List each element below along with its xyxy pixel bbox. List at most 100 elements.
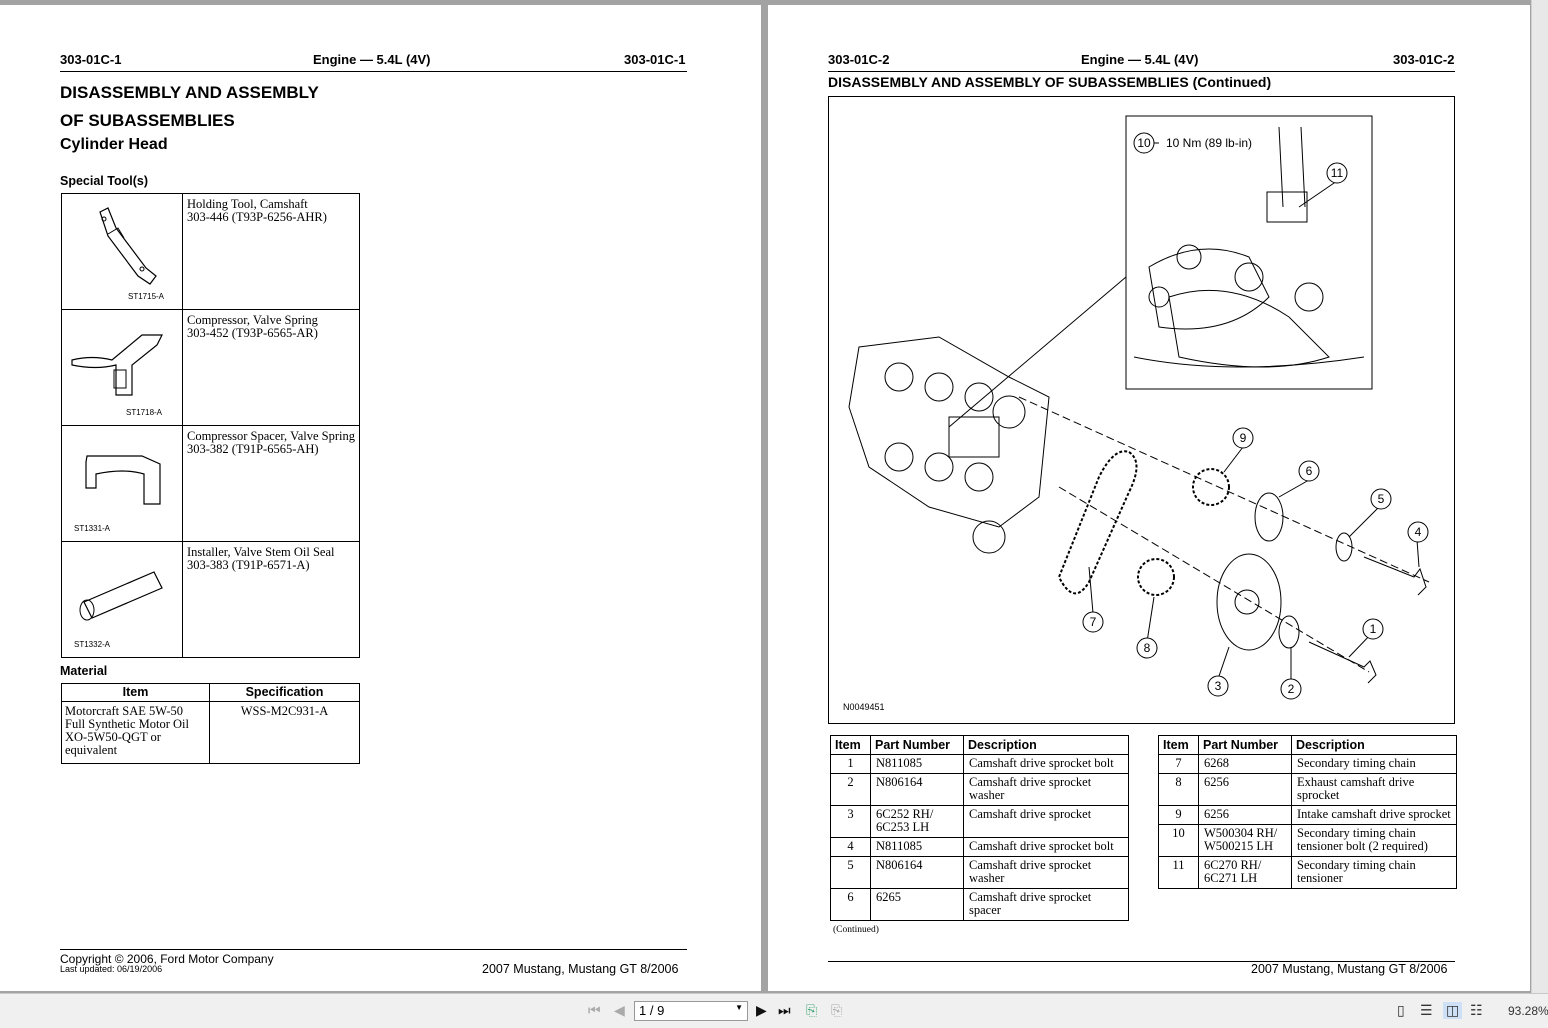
svg-text:8: 8 xyxy=(1144,641,1151,655)
pdf-page-1: 303-01C-1 Engine — 5.4L (4V) 303-01C-1 D… xyxy=(0,5,761,991)
tool-number: 303-383 (T91P-6571-A) xyxy=(187,558,310,572)
first-page-icon[interactable]: ⏮ xyxy=(588,1002,601,1018)
table-row: ST1331-A Compressor Spacer, Valve Spring… xyxy=(61,425,360,542)
page-number-header-left: 303-01C-1 xyxy=(60,52,122,67)
part-description: Secondary timing chain xyxy=(1291,754,1457,774)
column-header-description: Description xyxy=(963,735,1129,755)
callout-5: 5 xyxy=(1370,488,1392,510)
part-description: Camshaft drive sprocket washer xyxy=(963,856,1129,889)
svg-text:10: 10 xyxy=(1137,136,1151,150)
part-number: N806164 xyxy=(870,773,964,806)
tool-image-label: ST1332-A xyxy=(74,640,111,649)
vertical-scrollbar[interactable] xyxy=(1531,0,1548,993)
page-title: DISASSEMBLY AND ASSEMBLY OF SUBASSEMBLIE… xyxy=(828,74,1272,90)
continued-note: (Continued) xyxy=(833,925,879,935)
item-number: 1 xyxy=(830,754,871,774)
part-description: Exhaust camshaft drive sprocket xyxy=(1291,773,1457,806)
exploded-diagram: 10 10 Nm (89 lb-in) 11 9 6 5 4 7 8 1 3 2… xyxy=(828,96,1455,724)
last-page-icon[interactable]: ⏭ xyxy=(778,1002,791,1018)
page-number-input[interactable]: 1 / 9▼ xyxy=(634,1001,748,1021)
tool-name: Installer, Valve Stem Oil Seal xyxy=(187,545,335,559)
part-description: Intake camshaft drive sprocket xyxy=(1291,805,1457,825)
tool-number: 303-446 (T93P-6256-AHR) xyxy=(187,210,327,224)
tool-name: Holding Tool, Camshaft xyxy=(187,197,308,211)
next-page-icon[interactable]: ▶ xyxy=(756,1002,767,1018)
column-header-item: Item xyxy=(830,735,871,755)
continuous-view-icon[interactable]: ☰ xyxy=(1420,1002,1433,1018)
part-number: N811085 xyxy=(870,754,964,774)
go-back-view-icon[interactable]: ⎘ xyxy=(806,1002,818,1018)
callout-4: 4 xyxy=(1407,521,1429,543)
callout-7: 7 xyxy=(1082,611,1104,633)
zoom-level[interactable]: 93.28% xyxy=(1508,1004,1548,1018)
callout-11: 11 xyxy=(1326,162,1348,184)
dropdown-arrow-icon[interactable]: ▼ xyxy=(735,1003,743,1012)
last-updated: Last updated: 06/19/2006 xyxy=(60,964,163,974)
item-number: 11 xyxy=(1158,856,1199,889)
item-number: 3 xyxy=(830,805,871,838)
camshaft-holding-tool-illustration xyxy=(99,207,157,285)
part-number: N806164 xyxy=(870,856,964,889)
go-forward-view-icon[interactable]: ⎘ xyxy=(831,1002,843,1018)
copyright: Copyright © 2006, Ford Motor Company xyxy=(60,952,274,966)
material-spec: WSS-M2C931-A xyxy=(209,701,360,764)
page-title: DISASSEMBLY AND ASSEMBLY OF SUBASSEMBLIE… xyxy=(60,79,319,135)
tool-name: Compressor, Valve Spring xyxy=(187,313,318,327)
section-header: Engine — 5.4L (4V) xyxy=(313,52,431,67)
svg-text:11: 11 xyxy=(1331,166,1344,180)
footer-vehicle: 2007 Mustang, Mustang GT 8/2006 xyxy=(1251,962,1448,976)
item-number: 4 xyxy=(830,837,871,857)
column-header-specification: Specification xyxy=(209,683,360,702)
two-page-continuous-view-icon[interactable]: ☷ xyxy=(1470,1002,1483,1018)
callout-3: 3 xyxy=(1207,675,1229,697)
part-description: Camshaft drive sprocket xyxy=(963,805,1129,838)
item-number: 9 xyxy=(1158,805,1199,825)
part-number: 6256 xyxy=(1198,773,1292,806)
title-line-2: OF SUBASSEMBLIES xyxy=(60,111,235,130)
callout-2: 2 xyxy=(1280,678,1302,700)
tool-image: ST1718-A xyxy=(61,309,183,426)
pdf-page-2: 303-01C-2 Engine — 5.4L (4V) 303-01C-2 D… xyxy=(768,5,1530,991)
part-description: Camshaft drive sprocket bolt xyxy=(963,837,1129,857)
part-description: Camshaft drive sprocket spacer xyxy=(963,888,1129,921)
part-description: Secondary timing chain tensioner bolt (2… xyxy=(1291,824,1457,857)
svg-text:6: 6 xyxy=(1306,464,1313,478)
single-page-view-icon[interactable]: ▯ xyxy=(1397,1002,1405,1018)
column-header-part-number: Part Number xyxy=(870,735,964,755)
item-number: 8 xyxy=(1158,773,1199,806)
two-page-view-icon[interactable]: ◫ xyxy=(1443,1002,1463,1019)
tool-number: 303-452 (T93P-6565-AR) xyxy=(187,326,318,340)
previous-page-icon[interactable]: ◀ xyxy=(614,1002,625,1018)
column-header-part-number: Part Number xyxy=(1198,735,1292,755)
material-item: Motorcraft SAE 5W-50 Full Synthetic Moto… xyxy=(61,701,210,764)
item-number: 7 xyxy=(1158,754,1199,774)
svg-text:9: 9 xyxy=(1240,431,1247,445)
part-number: 6265 xyxy=(870,888,964,921)
item-number: 5 xyxy=(830,856,871,889)
part-number: 6C270 RH/ 6C271 LH xyxy=(1198,856,1292,889)
item-number: 2 xyxy=(830,773,871,806)
part-number: 6256 xyxy=(1198,805,1292,825)
tool-image-label: ST1718-A xyxy=(126,408,163,417)
page-number-header-left: 303-01C-2 xyxy=(828,52,890,67)
item-number: 10 xyxy=(1158,824,1199,857)
